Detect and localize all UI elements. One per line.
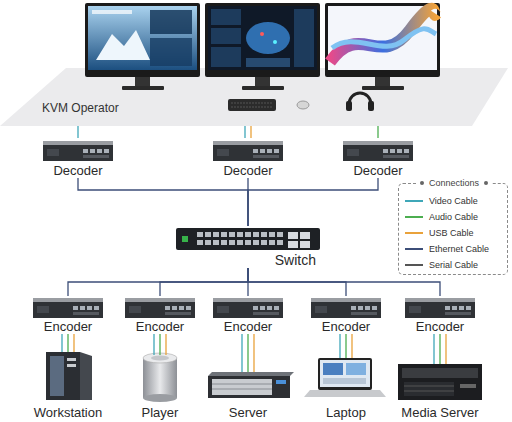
legend-row: USB Cable (405, 226, 474, 240)
cable-line (345, 334, 346, 358)
node-label: Server (229, 405, 267, 420)
cable-line (241, 334, 242, 372)
node-label: Encoder (416, 319, 464, 334)
keyboard (228, 99, 276, 111)
legend-swatch (405, 264, 423, 266)
cable-connector (242, 334, 254, 372)
switch-device (176, 228, 320, 250)
cable-line (159, 334, 160, 355)
media-server (398, 364, 482, 400)
legend-text: Ethernet Cable (429, 244, 489, 254)
title-dot (420, 181, 424, 185)
cable-connector (78, 126, 79, 138)
node-label: Player (142, 405, 179, 420)
legend-row: Ethernet Cable (405, 242, 489, 256)
cable-line (68, 268, 248, 296)
legend-heading: Connections (417, 177, 491, 189)
cable-line (248, 268, 440, 296)
legend-text: Video Cable (429, 196, 478, 206)
cable-line (78, 178, 248, 226)
cable-connector (248, 268, 440, 296)
legend-swatch (405, 232, 423, 234)
cable-line (153, 334, 154, 355)
cable-connector (160, 268, 248, 296)
legend-swatch (405, 216, 423, 218)
cable-connector (248, 178, 378, 226)
cable-line (73, 334, 74, 352)
legend-title: Connections (429, 178, 479, 188)
legend-box: ConnectionsVideo CableAudio CableUSB Cab… (398, 183, 508, 275)
cable-line (77, 126, 78, 138)
cable-line (339, 334, 340, 358)
cable-line (439, 334, 440, 364)
node-label: Encoder (44, 319, 92, 334)
workstation-tower (46, 352, 92, 400)
cable-connector (62, 334, 74, 352)
cable-line (433, 334, 434, 364)
node-label: Media Server (401, 405, 478, 420)
cable-line (250, 126, 251, 138)
monitor-left (85, 3, 200, 90)
cable-connector (434, 334, 446, 364)
encoder-devices (33, 298, 475, 318)
cable-line (160, 268, 248, 296)
cable-line (377, 126, 378, 138)
server-rack (208, 372, 294, 398)
cable-connector (68, 268, 248, 296)
legend-text: Audio Cable (429, 212, 478, 222)
mouse (297, 101, 309, 109)
player-cylinder (143, 353, 177, 402)
cable-connector (78, 178, 248, 226)
cable-line (165, 334, 166, 355)
legend-row: Serial Cable (405, 258, 478, 272)
node-label: Decoder (353, 163, 402, 178)
cable-line (244, 126, 245, 138)
node-label: Encoder (136, 319, 184, 334)
node-label: KVM Operator (42, 101, 119, 116)
legend-text: USB Cable (429, 228, 474, 238)
cable-line (253, 334, 254, 372)
headphones (346, 93, 374, 111)
cable-line (351, 334, 352, 358)
cable-connector (378, 126, 379, 138)
cable-line (247, 334, 248, 372)
cable-connector (245, 126, 251, 138)
title-dot (484, 181, 488, 185)
monitor-middle (205, 3, 320, 90)
cable-connector (340, 334, 352, 358)
legend-row: Audio Cable (405, 210, 478, 224)
cable-line (445, 334, 446, 364)
legend-swatch (405, 248, 423, 250)
monitor-right (325, 3, 440, 90)
node-label: Workstation (34, 405, 102, 420)
cable-line (61, 334, 62, 352)
cable-line (67, 334, 68, 352)
cable-connector (154, 334, 166, 355)
node-label: Laptop (326, 405, 366, 420)
laptop (304, 358, 386, 397)
node-label: Switch (275, 253, 316, 268)
legend-row: Video Cable (405, 194, 478, 208)
node-label: Encoder (224, 319, 272, 334)
legend-swatch (405, 200, 423, 202)
node-label: Decoder (53, 163, 102, 178)
cable-line (248, 178, 378, 226)
decoder-devices (43, 141, 413, 161)
node-label: Encoder (322, 319, 370, 334)
node-label: Decoder (223, 163, 272, 178)
legend-text: Serial Cable (429, 260, 478, 270)
